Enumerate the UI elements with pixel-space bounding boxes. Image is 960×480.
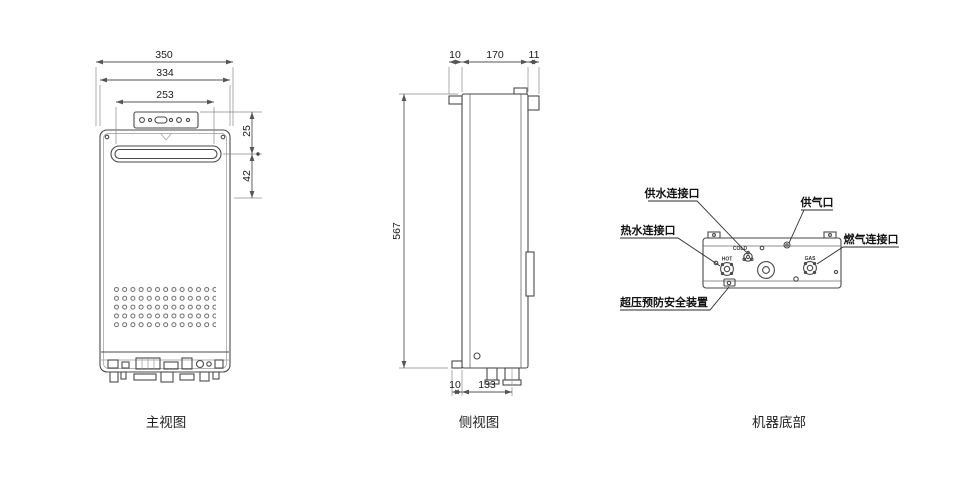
safety-device (723, 278, 736, 287)
mounting-bracket (133, 111, 199, 141)
dim-25: 25 (200, 111, 262, 154)
mount-tab-left (707, 231, 721, 239)
dim-top-11-text: 11 (529, 49, 540, 61)
bracket-slot (154, 116, 168, 124)
small-fitting (833, 269, 839, 275)
front-bottom-fittings (101, 351, 229, 383)
label-hot-water: 热水连接口 (621, 223, 676, 237)
cold-marking: COLD (733, 246, 748, 252)
dim-350: 350 (95, 49, 234, 126)
side-case-outline (461, 93, 529, 369)
leader-gas-connection (816, 246, 899, 265)
dim-top-170: 170 (462, 49, 529, 92)
wall-bracket-lower (525, 251, 535, 297)
front-top-lip (448, 95, 463, 105)
side-dimensions: 10 170 11 567 10 (391, 49, 540, 396)
perforation-grid (113, 286, 216, 330)
front-dimensions: 350 334 253 25 (95, 49, 262, 199)
front-body (99, 129, 231, 373)
wall-bracket-top (527, 95, 540, 111)
leader-gas-supply (788, 209, 805, 244)
vent-slot-outer (110, 145, 222, 163)
bottom-pipes (484, 367, 522, 386)
dim-top-170-text: 170 (486, 49, 504, 61)
bottom-panel (702, 231, 842, 289)
bracket-hole (139, 117, 145, 123)
leader-hot-water (620, 237, 721, 267)
leader-safety-device (620, 286, 730, 311)
bottom-view-caption: 机器底部 (752, 415, 806, 430)
dim-334-text: 334 (156, 67, 174, 79)
gas-marking: GAS (805, 256, 817, 262)
dim-567-text: 567 (391, 222, 403, 240)
bottom-components: COLD HOT (713, 241, 839, 287)
label-safety-device: 超压预防安全装置 (619, 295, 708, 309)
dim-253-text: 253 (156, 89, 174, 101)
dim-334: 334 (99, 67, 231, 126)
dim-350-text: 350 (155, 49, 173, 61)
label-water-supply: 供水连接口 (644, 186, 700, 200)
side-view-caption: 侧视图 (459, 415, 500, 430)
bottom-view: COLD HOT (619, 186, 899, 430)
dim-567: 567 (391, 93, 458, 369)
bracket-hole (147, 117, 153, 123)
dim-top-10-text: 10 (449, 49, 461, 61)
dim-42-text: 42 (241, 170, 253, 182)
front-bottom-lip (451, 360, 463, 369)
gas-connection-port: GAS (803, 256, 817, 275)
label-gas-connection: 燃气连接口 (843, 232, 899, 246)
dim-253: 253 (115, 89, 215, 144)
bracket-hole (176, 117, 182, 123)
vent-slot-inner (114, 148, 218, 160)
dim-bottom-10: 10 (449, 370, 463, 396)
reference-dot (256, 152, 260, 156)
small-fitting (759, 245, 765, 251)
small-fitting (713, 260, 719, 266)
bottom-front-knob (473, 352, 481, 360)
hot-water-port: HOT (720, 257, 734, 276)
bracket-hole (185, 117, 191, 123)
tab-hole (828, 233, 832, 237)
gas-supply-port (783, 241, 791, 249)
dim-bottom-133: 133 (462, 379, 513, 396)
bottom-callouts: 供水连接口 供气口 热水连接口 燃气连接口 超压预防安全装置 (619, 186, 899, 311)
label-gas-supply: 供气口 (800, 195, 834, 209)
front-case-outline (99, 129, 231, 373)
hot-marking: HOT (722, 257, 733, 263)
bottom-panel-outline (702, 237, 842, 289)
dim-25-text: 25 (241, 125, 253, 137)
center-drain-port (757, 261, 775, 279)
front-screw-right (220, 134, 226, 140)
dim-bottom-133-text: 133 (478, 379, 496, 391)
small-fitting (793, 276, 799, 282)
dim-bottom-10-text: 10 (449, 379, 461, 391)
bracket-plate (133, 111, 199, 129)
front-view: 350 334 253 25 (95, 49, 262, 430)
side-body (448, 87, 540, 369)
bracket-hole (168, 117, 174, 123)
vent-slot (110, 145, 222, 163)
dim-top-10: 10 (448, 49, 463, 94)
leader-water-supply (648, 200, 747, 253)
front-screw-left (104, 134, 110, 140)
bracket-center-mark (160, 133, 172, 141)
tab-hole (712, 233, 716, 237)
mount-tab-right (823, 231, 837, 239)
dim-42: 42 (223, 152, 262, 199)
dim-top-11: 11 (528, 49, 540, 94)
cold-water-valve: COLD (733, 246, 754, 262)
front-view-caption: 主视图 (146, 415, 187, 430)
side-view: 10 170 11 567 10 (391, 49, 540, 430)
top-rear-bump (513, 87, 528, 95)
